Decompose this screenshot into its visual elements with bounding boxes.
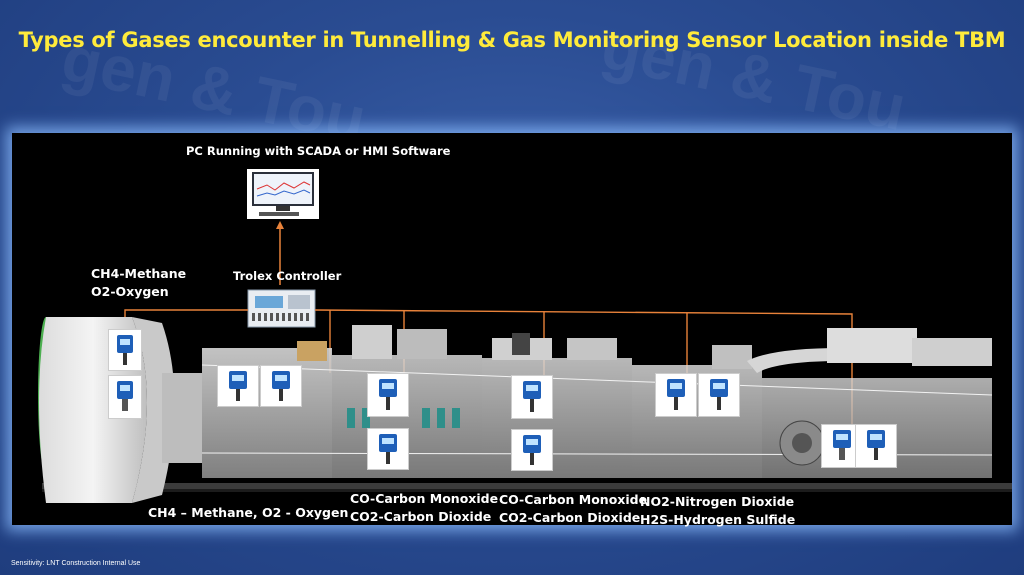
gas-detector-icon: [272, 371, 290, 401]
tbm-diagram-panel: PC Running with SCADA or HMI Software Tr…: [12, 133, 1012, 527]
gas-detector-icon: [117, 335, 133, 365]
label-head-gas-o2: O2-Oxygen: [91, 284, 169, 299]
tbm-backup-gantries: [201, 325, 993, 478]
label-zone4-h2s: H2S-Hydrogen Sulfide: [640, 512, 796, 527]
gas-detector-icon: [229, 371, 247, 401]
label-zone3-co: CO-Carbon Monoxide: [499, 492, 648, 507]
page-title: Types of Gases encounter in Tunnelling &…: [18, 28, 1006, 52]
label-controller: Trolex Controller: [233, 269, 342, 283]
gas-sensor-zone2-a: [367, 373, 409, 417]
gas-sensor-head-2: [108, 375, 142, 419]
gas-detector-icon: [117, 381, 133, 411]
pc-monitor-icon: [247, 169, 319, 219]
label-zone4-no2: NO2-Nitrogen Dioxide: [640, 494, 795, 509]
gas-detector-icon: [867, 430, 885, 460]
gas-sensor-zone3-b: [511, 429, 553, 471]
sensitivity-footer: Sensitivity: LNT Construction Internal U…: [11, 560, 141, 567]
gas-detector-icon: [710, 379, 728, 410]
label-pc: PC Running with SCADA or HMI Software: [186, 144, 451, 158]
gas-detector-icon: [379, 379, 397, 410]
gas-sensor-zone5-b: [855, 424, 897, 468]
gas-sensor-zone1-b: [260, 365, 302, 407]
trolex-controller-icon: [247, 289, 316, 328]
gas-sensor-head-1: [108, 329, 142, 371]
label-zone1-gases: CH4 – Methane, O2 - Oxygen: [148, 505, 349, 520]
gas-detector-icon: [523, 381, 541, 412]
label-head-gas-ch4: CH4-Methane: [91, 266, 187, 281]
gas-detector-icon: [523, 435, 541, 465]
gas-detector-icon: [379, 434, 397, 464]
gas-sensor-zone4-b: [698, 373, 740, 417]
label-zone2-co2: CO2-Carbon Dioxide: [350, 509, 492, 524]
tbm-machine-illustration: [38, 169, 1012, 503]
gas-detector-icon: [667, 379, 685, 410]
label-zone2-co: CO-Carbon Monoxide: [350, 491, 499, 506]
label-zone3-co2: CO2-Carbon Dioxide: [499, 510, 641, 525]
gas-sensor-zone4-a: [655, 373, 697, 417]
gas-sensor-zone1-a: [217, 365, 259, 407]
gas-sensor-zone2-b: [367, 428, 409, 470]
gas-detector-icon: [833, 430, 851, 460]
gas-sensor-zone3-a: [511, 375, 553, 419]
